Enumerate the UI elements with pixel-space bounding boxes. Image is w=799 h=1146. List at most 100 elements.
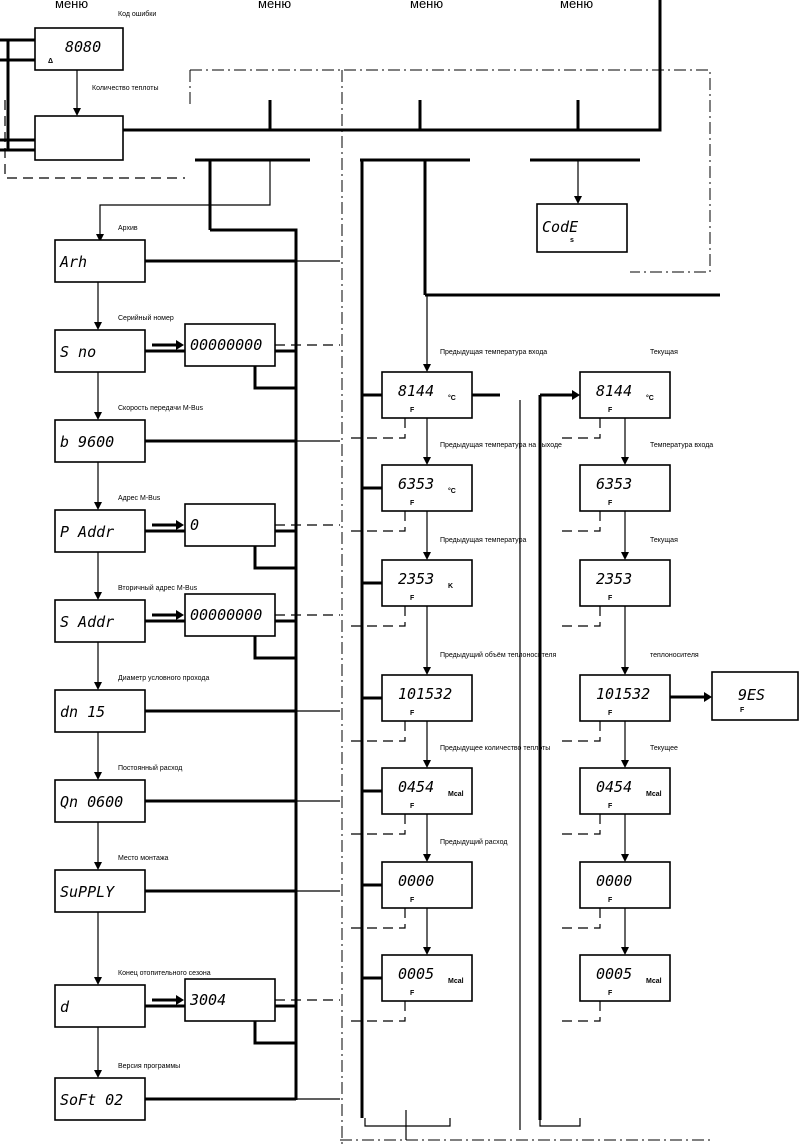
header-menu-0: меню bbox=[55, 0, 88, 11]
mid-item-label: Предыдущий объём теплоносителя bbox=[440, 651, 556, 659]
right-item-label: теплоносителя bbox=[650, 652, 699, 659]
left-sub-box bbox=[184, 593, 276, 637]
yes-display: 9ES bbox=[738, 686, 765, 704]
right-item-box bbox=[579, 464, 671, 512]
heat-main-box bbox=[34, 115, 124, 161]
right-item-unit: °C bbox=[646, 394, 654, 402]
yes-box bbox=[711, 671, 799, 721]
error-code-display: 8080 bbox=[65, 38, 101, 56]
left-item-label: Диаметр условного прохода bbox=[118, 675, 209, 682]
svg-text:F: F bbox=[410, 407, 415, 414]
mid-item-box bbox=[381, 559, 473, 607]
right-item-box bbox=[579, 954, 671, 1002]
left-item-display: S no bbox=[60, 343, 96, 361]
left-item-display: dn 15 bbox=[60, 703, 105, 721]
left-item-display: P Addr bbox=[60, 523, 114, 541]
svg-text:F: F bbox=[410, 803, 415, 810]
left-item-label: Серийный номер bbox=[118, 314, 174, 322]
mid-item-box bbox=[381, 767, 473, 815]
left-item-label: Архив bbox=[118, 225, 138, 232]
frame-left-dash bbox=[4, 100, 185, 179]
svg-text:F: F bbox=[410, 897, 415, 904]
left-sub-box bbox=[184, 978, 276, 1022]
error-code-box bbox=[34, 27, 124, 71]
right-item-box bbox=[579, 861, 671, 909]
left-sub-display: 0 bbox=[190, 516, 199, 534]
left-sub-display: 00000000 bbox=[190, 606, 262, 624]
svg-text:F: F bbox=[410, 500, 415, 507]
mid-item-box bbox=[381, 954, 473, 1002]
svg-text:F: F bbox=[608, 407, 613, 414]
left-item-label: Постоянный расход bbox=[118, 764, 182, 772]
left-sub-display: 3004 bbox=[189, 991, 226, 1009]
right-item-display: 6353 bbox=[596, 475, 632, 493]
left-column: Arh Архив S no Серийный номер 00000000 b 9600… bbox=[54, 225, 340, 1121]
svg-text:F: F bbox=[410, 595, 415, 602]
right-item-display: 2353 bbox=[596, 570, 632, 588]
right-item-unit: Mcal bbox=[646, 978, 662, 985]
left-item-box bbox=[54, 1077, 146, 1121]
left-item-box bbox=[54, 599, 146, 643]
left-item-box bbox=[54, 689, 146, 733]
svg-text:F: F bbox=[608, 595, 613, 602]
mid-item-display: 8144 bbox=[398, 382, 434, 400]
mid-item-label: Предыдущее количество теплоты bbox=[440, 745, 550, 752]
mid-item-display: 6353 bbox=[398, 475, 434, 493]
right-item-label: Текущая bbox=[650, 537, 678, 544]
mid-item-display: 101532 bbox=[398, 685, 452, 703]
left-item-label: Конец отопительного сезона bbox=[118, 970, 211, 977]
left-item-display: SoFt 02 bbox=[60, 1091, 123, 1109]
code-display: CodE bbox=[542, 218, 578, 236]
left-item-display: Qn 0600 bbox=[60, 793, 123, 811]
left-item-display: Arh bbox=[59, 253, 87, 271]
svg-text:F: F bbox=[608, 803, 613, 810]
mid-item-label: Предыдущий расход bbox=[440, 838, 507, 846]
svg-text:F: F bbox=[608, 990, 613, 997]
svg-text:F: F bbox=[608, 897, 613, 904]
heat-label: Количество теплоты bbox=[92, 85, 159, 92]
left-item-display: b 9600 bbox=[60, 433, 114, 451]
left-item-box bbox=[54, 419, 146, 463]
right-item-display: 0005 bbox=[596, 965, 632, 983]
header-menu-3: меню bbox=[560, 0, 593, 11]
left-item-label: Вторичный адрес M-Bus bbox=[118, 584, 198, 592]
right-item-display: 8144 bbox=[596, 382, 632, 400]
left-item-box bbox=[54, 869, 146, 913]
left-item-label: Версия программы bbox=[118, 1063, 180, 1070]
left-item-label: Скорость передачи M-Bus bbox=[118, 405, 204, 412]
mid-item-unit: Mcal bbox=[448, 978, 464, 985]
left-item-box bbox=[54, 984, 146, 1028]
frame-top-right bbox=[190, 69, 711, 273]
left-item-box bbox=[54, 329, 146, 373]
left-sub-box bbox=[184, 503, 276, 547]
header-menu-1: меню bbox=[258, 0, 291, 11]
svg-text:F: F bbox=[608, 710, 613, 717]
right-item-display: 101532 bbox=[596, 685, 650, 703]
left-item-label: Адрес M-Bus bbox=[118, 495, 161, 502]
right-item-box bbox=[579, 767, 671, 815]
right-item-display: 0000 bbox=[596, 872, 632, 890]
left-item-display: SuPPLY bbox=[60, 883, 115, 901]
svg-text:Δ: Δ bbox=[48, 58, 53, 65]
left-sub-box bbox=[184, 323, 276, 367]
mid-item-unit: Mcal bbox=[448, 791, 464, 798]
mid-item-unit: °C bbox=[448, 394, 456, 402]
svg-text:s: s bbox=[570, 237, 574, 244]
svg-text:F: F bbox=[410, 990, 415, 997]
mid-item-unit: K bbox=[448, 583, 453, 590]
svg-text:F: F bbox=[608, 500, 613, 507]
right-item-label: Текущее bbox=[650, 745, 678, 752]
left-item-display: d bbox=[60, 998, 70, 1016]
mid-item-unit: °C bbox=[448, 487, 456, 495]
mid-item-label: Предыдущая температура входа bbox=[440, 349, 547, 356]
mid-item-display: 2353 bbox=[398, 570, 434, 588]
right-item-label: Текущая bbox=[650, 349, 678, 356]
right-item-label: Температура входа bbox=[650, 442, 713, 449]
left-sub-display: 00000000 bbox=[190, 336, 262, 354]
mid-item-box bbox=[381, 861, 473, 909]
svg-text:F: F bbox=[410, 710, 415, 717]
mid-item-display: 0000 bbox=[398, 872, 434, 890]
mid-item-label: Предыдущая температура на выходе bbox=[440, 442, 562, 449]
